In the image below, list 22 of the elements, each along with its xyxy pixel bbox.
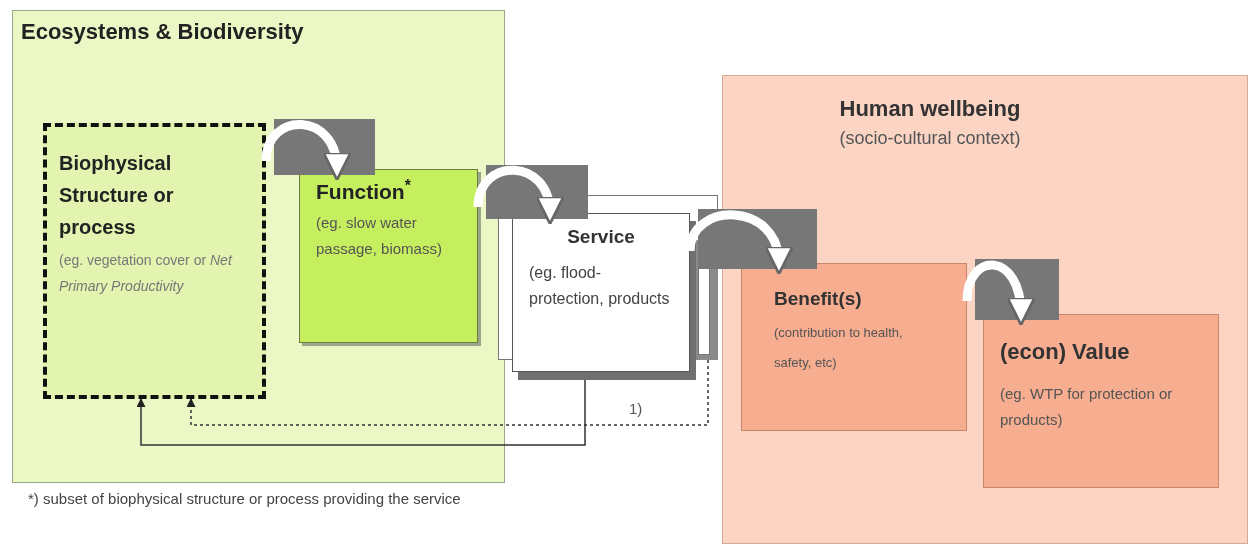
structure-box <box>43 123 266 399</box>
heading: Human wellbeing <box>838 95 1022 123</box>
heading: Benefit(s) <box>774 287 863 311</box>
heading: (econ) Value <box>1000 338 1131 366</box>
example-text: (eg. vegetation cover or Net Primary Productivity <box>59 251 234 296</box>
heading: Function$^{*}$ <box>316 176 412 205</box>
wellbeing-panel <box>722 75 1248 544</box>
value-box <box>983 314 1219 488</box>
feedback-arrow <box>186 359 709 426</box>
ecosystem-panel <box>12 10 505 483</box>
example-text: (eg. slow water passage, biomass) <box>316 213 443 259</box>
benefit-box <box>741 263 967 431</box>
heading: Biophysical Structure or process <box>59 151 175 240</box>
footnote: *) subset of biophysical structure or process providing the service <box>28 489 462 509</box>
example-text: (eg. WTP for protection or products) <box>1000 384 1174 430</box>
heading: Ecosystems & Biodiversity <box>20 18 305 46</box>
description: (contribution to health, safety, etc) <box>774 324 904 372</box>
feedback-arrow <box>136 379 586 446</box>
subtitle: (socio-cultural context) <box>838 127 1022 150</box>
example-text: (eg. flood-protection, products <box>529 263 671 309</box>
heading: Service <box>566 225 636 249</box>
function-box <box>299 169 478 343</box>
